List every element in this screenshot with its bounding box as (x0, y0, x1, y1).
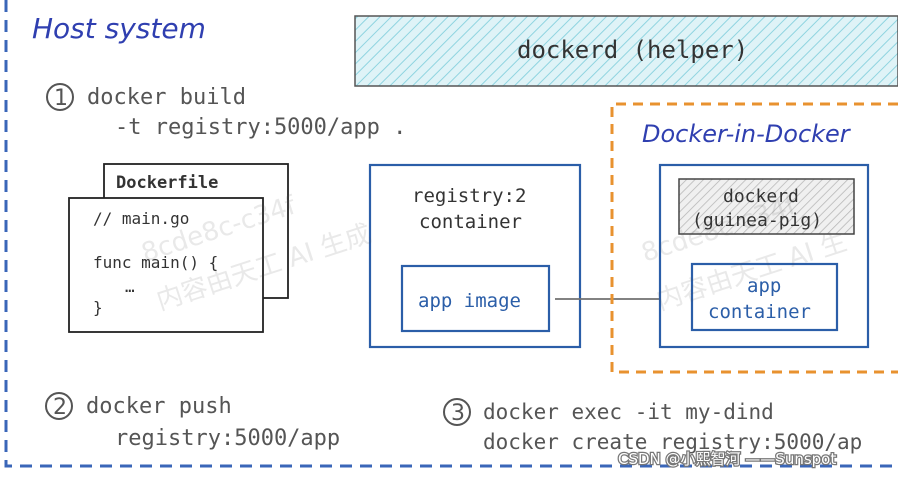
dockerd-guinea-pig-box (678, 178, 855, 235)
step-1-number: 1 (54, 86, 68, 111)
step-3-number: 3 (451, 401, 465, 426)
step-3: 3 docker exec -it my-dind docker create … (443, 398, 862, 454)
dockerfile-line-5: } (93, 298, 103, 317)
registry-label-line-1: registry:2 (412, 185, 526, 207)
step-2-number: 2 (53, 395, 67, 420)
host-system-border (4, 0, 898, 468)
dockerfile-line-3: func main() { (93, 253, 218, 272)
dockerd-guinea-pig-line-1: dockerd (723, 186, 799, 207)
step-2-command: docker push (86, 394, 232, 419)
registry-container: registry:2 container app image (368, 163, 582, 349)
csdn-credit: CSDN @小熙智河 ——Sunspot (618, 450, 836, 468)
dockerd-helper-box (354, 15, 898, 87)
dockerd-helper-label: dockerd (helper) (517, 36, 748, 64)
host-system-title: Host system (32, 12, 206, 45)
step-1: 1 docker build -t registry:5000/app . (46, 83, 406, 140)
docker-in-docker: Docker-in-Docker dockerd (guinea-pig) ap… (610, 102, 898, 374)
step-2: 2 docker push registry:5000/app (45, 392, 340, 451)
dind-border (610, 102, 898, 374)
step-1-number-circle (46, 83, 74, 111)
step-1-command: docker build (87, 85, 246, 110)
step-1-argument: -t registry:5000/app . (115, 115, 406, 140)
dockerfile-card: Dockerfile // main.go func main() { … } (68, 163, 289, 333)
app-container-line-1: app (747, 275, 781, 297)
step-3-number-circle (443, 398, 471, 426)
step-2-number-circle (45, 392, 73, 420)
dockerfile-line-1: // main.go (93, 209, 189, 228)
registry-label-line-2: container (419, 211, 522, 233)
dockerd-guinea-pig-line-2: (guinea-pig) (692, 210, 822, 231)
dockerfile-line-4: … (125, 277, 135, 296)
dockerfile-tab-label: Dockerfile (116, 173, 218, 193)
step-3-argument: docker create registry:5000/ap (483, 430, 862, 454)
app-image-label: app image (418, 290, 521, 312)
app-container-box (690, 262, 839, 332)
dind-title: Docker-in-Docker (642, 120, 852, 148)
app-container-line-2: container (708, 301, 811, 323)
step-3-command: docker exec -it my-dind (483, 400, 774, 424)
step-2-argument: registry:5000/app (115, 426, 340, 451)
dockerfile-front-sheet (68, 197, 264, 333)
app-image-box (400, 264, 551, 333)
